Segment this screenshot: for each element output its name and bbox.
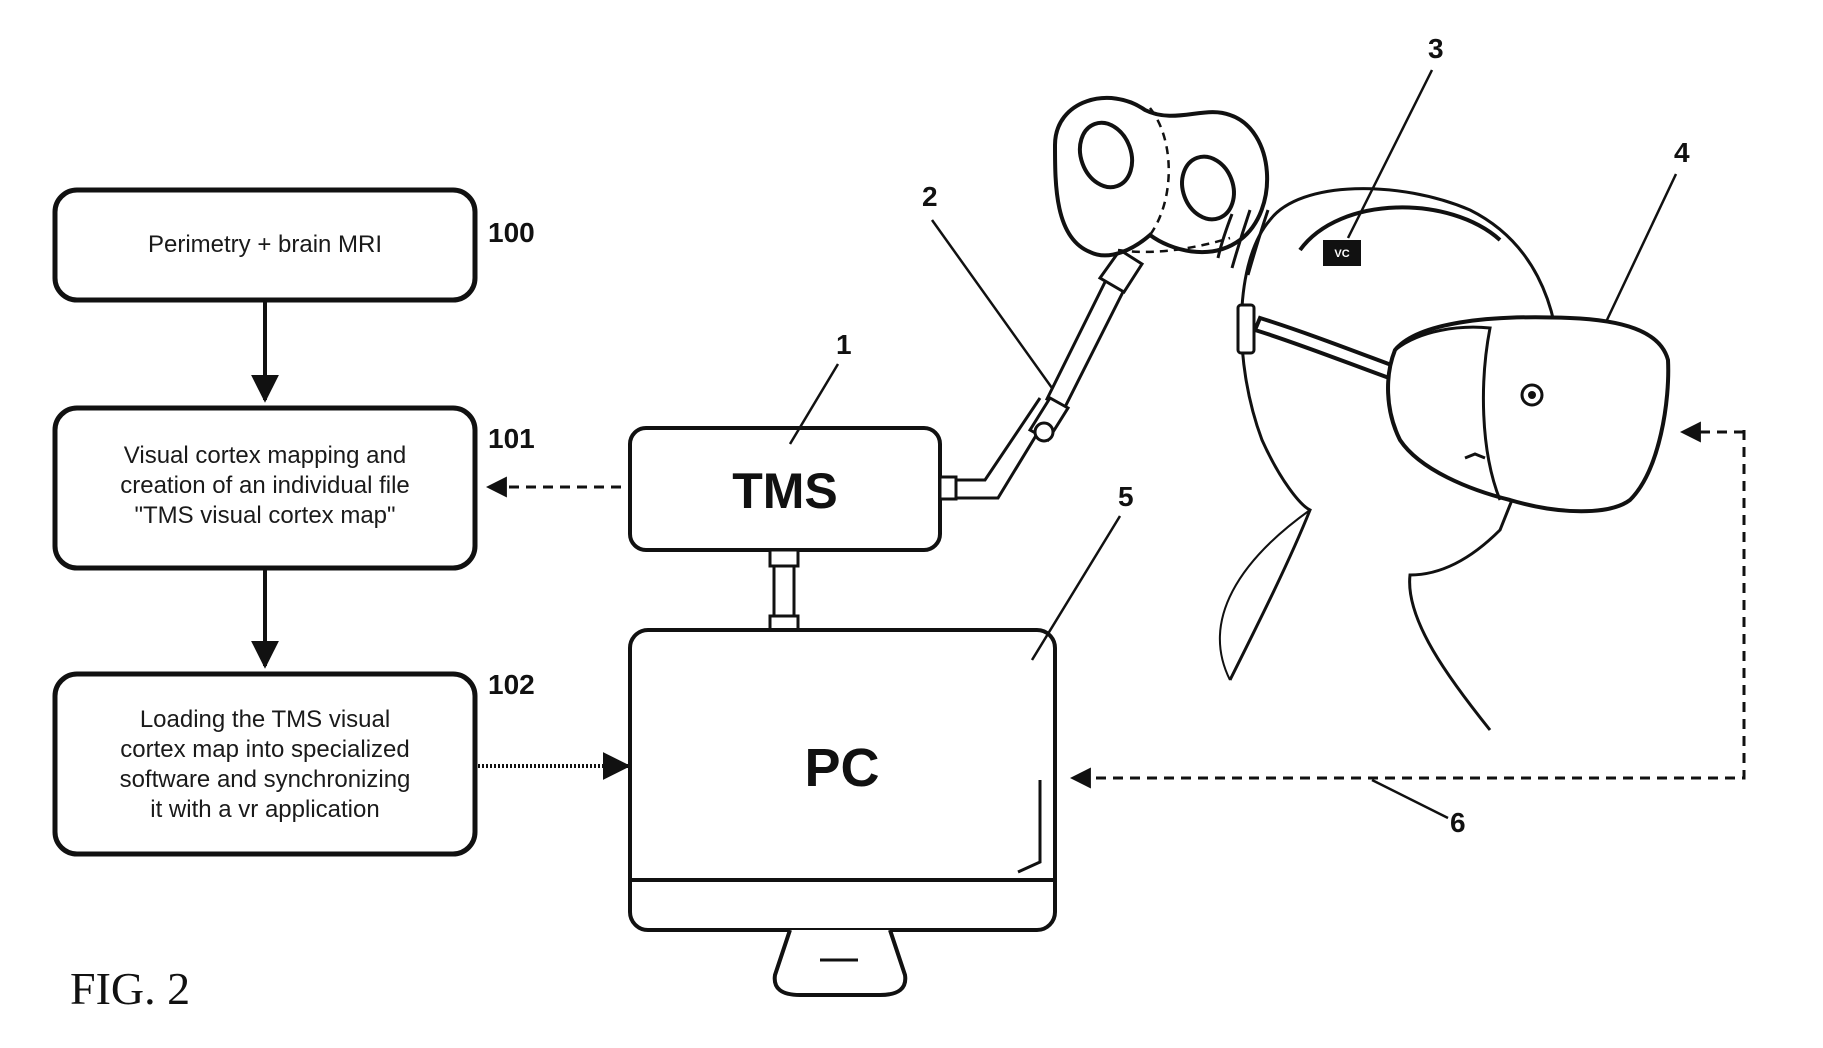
tms-unit: TMS 1 <box>628 329 1056 552</box>
step-102-line-3: software and synchronizing <box>120 766 411 793</box>
pc-unit: PC 5 <box>628 481 1134 997</box>
link-ref-leader <box>1371 778 1449 820</box>
step-101-line-2: creation of an individual file <box>120 472 410 499</box>
step-100: Perimetry + brain MRI 100 <box>52 187 535 303</box>
step-102: Loading the TMS visual cortex map into s… <box>52 669 535 857</box>
coil-body <box>1052 95 1270 258</box>
tms-coil: 2 <box>922 95 1270 443</box>
step-102-line-4: it with a vr application <box>150 796 379 823</box>
step-102-ref: 102 <box>488 669 535 700</box>
headset-pc-link: 6 <box>1069 421 1746 838</box>
step-101: Visual cortex mapping and creation of an… <box>52 405 535 571</box>
headset-ref-leader <box>1604 173 1678 323</box>
step-101-ref: 101 <box>488 423 535 454</box>
headset-ref: 4 <box>1674 137 1690 168</box>
figure-label: FIG. 2 <box>70 963 191 1014</box>
headset-shell <box>1386 315 1671 514</box>
vc-ref: 3 <box>1428 33 1444 64</box>
step-102-line-1: Loading the TMS visual <box>140 706 390 733</box>
step-102-line-2: cortex map into specialized <box>120 736 409 763</box>
strap-buckle <box>1236 303 1256 355</box>
link-line <box>1069 430 1746 789</box>
tms-pc-link <box>768 548 800 632</box>
step-101-line-3: "TMS visual cortex map" <box>134 502 395 529</box>
tms-label: TMS <box>732 463 838 519</box>
coil-ref: 2 <box>922 181 938 212</box>
head-strap-top <box>1298 205 1502 252</box>
step-102-box <box>52 671 478 857</box>
coil-ref-leader <box>930 219 1054 389</box>
step-101-line-1: Visual cortex mapping and <box>124 442 406 469</box>
tms-ref-leader <box>788 363 840 445</box>
shoulder-back <box>1219 509 1311 681</box>
link-ref: 6 <box>1450 807 1466 838</box>
headset-face <box>1394 325 1502 501</box>
pc-stand <box>772 929 908 997</box>
vc-marker <box>1323 240 1361 266</box>
pc-label: PC <box>804 738 879 798</box>
pc-ref: 5 <box>1118 481 1134 512</box>
pc-cable-hook <box>1017 780 1042 874</box>
pc-ref-leader <box>1030 515 1122 661</box>
tms-coil-connector <box>938 475 958 501</box>
vc-ref-leader <box>1346 69 1434 239</box>
vc-label: VC <box>1334 248 1349 260</box>
step-100-ref: 100 <box>488 217 535 248</box>
step-100-text: Perimetry + brain MRI <box>148 231 382 258</box>
head-with-vr-headset: VC 3 4 <box>1219 33 1690 731</box>
tms-ref: 1 <box>836 329 852 360</box>
